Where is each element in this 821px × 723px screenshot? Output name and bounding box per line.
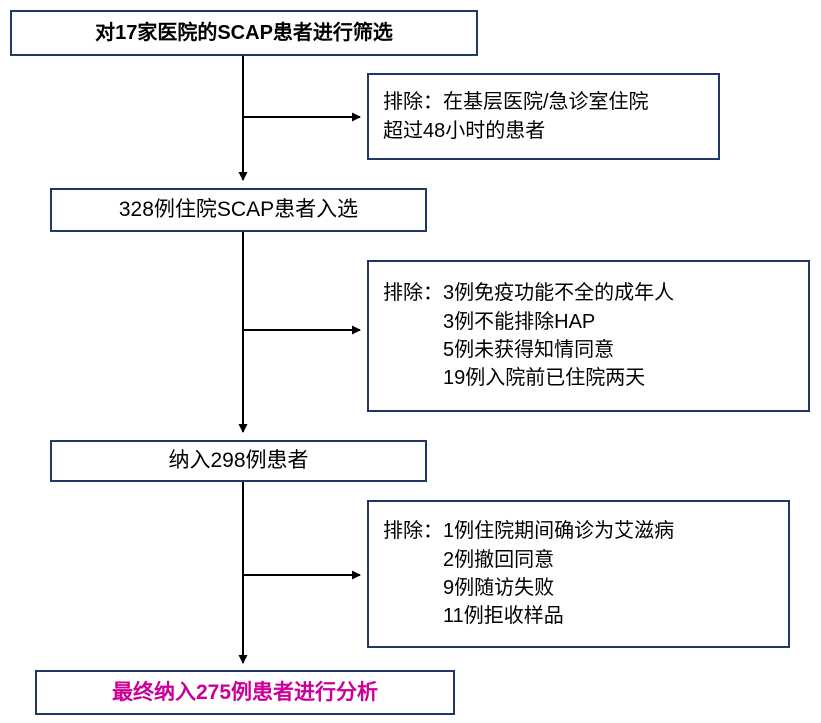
exclusion-box-3: 排除： 1例住院期间确诊为艾滋病 排除： 2例撤回同意 排除： 9例随访失败 排… <box>367 500 790 648</box>
exclusion-box-2: 排除： 3例免疫功能不全的成年人 排除： 3例不能排除HAP 排除： 5例未获得… <box>367 260 810 412</box>
exclusion-2-row-1: 排除： 3例免疫功能不全的成年人 <box>383 279 798 307</box>
exclusion-3-row-1: 排除： 1例住院期间确诊为艾滋病 <box>383 517 778 545</box>
exclusion-3-item-4: 11例拒收样品 <box>443 605 564 628</box>
node-enrolled-label: 328例住院SCAP患者入选 <box>118 198 359 222</box>
node-screened: 对17家医院的SCAP患者进行筛选 <box>10 10 478 56</box>
exclusion-2-item-2: 3例不能排除HAP <box>443 310 596 333</box>
exclusion-2-row-4: 排除： 19例入院前已住院两天 <box>383 364 798 392</box>
exclusion-2-item-1: 3例免疫功能不全的成年人 <box>443 282 675 305</box>
node-included: 纳入298例患者 <box>50 440 427 482</box>
exclusion-3-item-3: 9例随访失败 <box>443 577 555 599</box>
exclusion-2-item-4: 19例入院前已住院两天 <box>443 367 646 390</box>
exclusion-2-row-2: 排除： 3例不能排除HAP <box>383 308 798 336</box>
exclusion-3-item-1: 1例住院期间确诊为艾滋病 <box>443 520 675 543</box>
node-final: 最终纳入275例患者进行分析 <box>35 670 455 715</box>
exclusion-2-row-3: 排除： 5例未获得知情同意 <box>383 336 798 364</box>
exclusion-3-item-2: 2例撤回同意 <box>443 548 555 571</box>
node-included-label: 纳入298例患者 <box>168 449 309 473</box>
exclusion-3-row-4: 排除： 11例拒收样品 <box>383 602 778 630</box>
node-enrolled: 328例住院SCAP患者入选 <box>50 188 427 232</box>
exclusion-1-line-1: 排除：在基层医院/急诊室住院 <box>383 91 649 114</box>
exclusion-2-label: 排除： <box>383 282 443 305</box>
exclusion-1-line-2: 超过48小时的患者 <box>383 119 546 142</box>
exclusion-3-row-2: 排除： 2例撤回同意 <box>383 546 778 574</box>
exclusion-3-row-3: 排除： 9例随访失败 <box>383 574 778 602</box>
exclusion-box-1: 排除：在基层医院/急诊室住院 超过48小时的患者 <box>367 73 720 160</box>
node-final-label: 最终纳入275例患者进行分析 <box>111 680 379 704</box>
node-screened-label: 对17家医院的SCAP患者进行筛选 <box>95 22 393 44</box>
exclusion-2-item-3: 5例未获得知情同意 <box>443 339 615 361</box>
exclusion-3-label: 排除： <box>383 520 443 543</box>
